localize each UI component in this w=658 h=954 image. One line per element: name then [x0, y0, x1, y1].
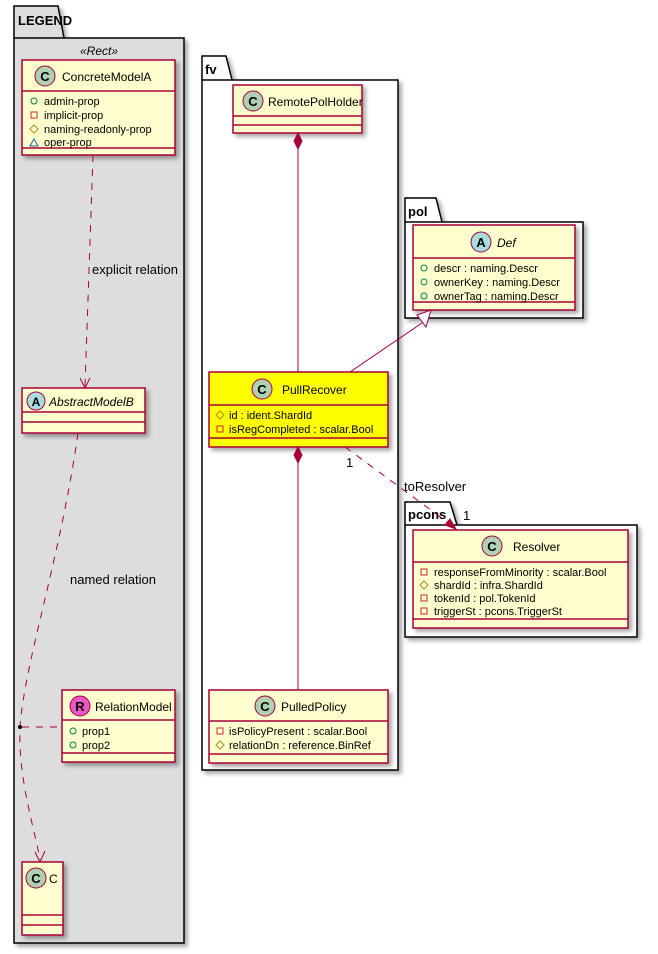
svg-text:implicit-prop: implicit-prop	[44, 110, 103, 122]
record-circle-icon	[69, 695, 91, 717]
private-icon	[30, 111, 38, 119]
private-icon	[216, 425, 224, 433]
class-name: RelationModel	[95, 700, 172, 714]
class-name: C	[49, 872, 58, 886]
protected-icon	[29, 124, 39, 134]
legend-package: LEGEND «Rect»	[13, 5, 185, 944]
to-resolver-edge	[344, 446, 455, 528]
class-abstract-model-b[interactable]: A AbstractModelB	[21, 387, 146, 434]
public-icon	[30, 97, 38, 105]
svg-text:relationDn : reference.BinRef: relationDn : reference.BinRef	[229, 740, 372, 752]
class-circle-icon	[34, 65, 56, 87]
class-circle-icon	[25, 867, 47, 889]
to-resolver-label: toResolver	[404, 479, 467, 494]
svg-text:A: A	[32, 395, 41, 409]
svg-text:prop2: prop2	[82, 740, 110, 752]
fv-title: fv	[205, 62, 217, 77]
svg-text:oper-prop: oper-prop	[44, 137, 92, 149]
svg-text:C: C	[31, 871, 41, 886]
protected-icon	[215, 410, 225, 420]
svg-text:triggerSt : pcons.TriggerSt: triggerSt : pcons.TriggerSt	[434, 606, 562, 618]
class-name: Resolver	[513, 540, 560, 554]
package-visibility-icon	[29, 137, 39, 147]
legend-title: LEGEND	[18, 13, 72, 28]
svg-text:shardId : infra.ShardId: shardId : infra.ShardId	[434, 580, 543, 592]
protected-icon	[215, 740, 225, 750]
svg-text:ownerKey : naming.Descr: ownerKey : naming.Descr	[434, 277, 560, 289]
explicit-relation-edge	[84, 154, 94, 387]
class-c[interactable]: C C	[21, 861, 64, 936]
svg-text:R: R	[75, 699, 85, 714]
legend-stereotype: «Rect»	[80, 44, 118, 58]
class-name: ConcreteModelA	[62, 70, 151, 84]
arrow-head-icon	[444, 518, 458, 530]
svg-text:C: C	[257, 382, 267, 397]
class-name: PulledPolicy	[281, 700, 346, 714]
svg-text:isPolicyPresent : scalar.Bool: isPolicyPresent : scalar.Bool	[229, 726, 367, 738]
private-icon	[420, 594, 428, 602]
svg-text:C: C	[260, 699, 270, 714]
class-pulled-policy[interactable]: C PulledPolicy isPolicyPresent : scalar.…	[208, 689, 389, 764]
source-multiplicity: 1	[346, 455, 353, 470]
abstract-circle-icon	[26, 391, 46, 411]
class-circle-icon	[481, 535, 503, 557]
class-name: Def	[497, 236, 517, 250]
named-relation-label: named relation	[70, 572, 156, 587]
svg-text:C: C	[487, 539, 497, 554]
pol-title: pol	[408, 204, 428, 219]
class-concrete-model-a[interactable]: C ConcreteModelA admin-prop implicit-pro…	[21, 59, 176, 156]
class-relation-model[interactable]: R RelationModel prop1 prop2	[61, 689, 176, 763]
target-multiplicity: 1	[463, 508, 470, 523]
class-remote-pol-holder[interactable]: C RemotePolHolder	[232, 84, 363, 134]
svg-text:naming-readonly-prop: naming-readonly-prop	[44, 124, 152, 136]
class-resolver[interactable]: C Resolver responseFromMinority : scalar…	[412, 529, 629, 629]
generalization-edge	[349, 322, 423, 373]
class-name: PullRecover	[282, 383, 347, 397]
class-circle-icon	[242, 90, 264, 112]
class-name: AbstractModelB	[48, 395, 134, 409]
explicit-relation-label: explicit relation	[92, 262, 178, 277]
svg-text:responseFromMinority : scalar.: responseFromMinority : scalar.Bool	[434, 567, 606, 579]
svg-text:C: C	[248, 94, 258, 109]
class-circle-icon	[251, 378, 273, 400]
private-icon	[420, 607, 428, 615]
public-icon	[420, 264, 428, 272]
svg-text:id : ident.ShardId: id : ident.ShardId	[229, 410, 312, 422]
private-icon	[420, 568, 428, 576]
public-icon	[420, 278, 428, 286]
class-name: RemotePolHolder	[268, 95, 363, 109]
public-icon	[69, 727, 77, 735]
class-pull-recover[interactable]: C PullRecover id : ident.ShardId isRegCo…	[208, 371, 389, 448]
inheritance-triangle-icon	[416, 309, 432, 329]
svg-text:isRegCompleted : scalar.Bool: isRegCompleted : scalar.Bool	[229, 424, 373, 436]
svg-text:tokenId : pol.TokenId: tokenId : pol.TokenId	[434, 593, 536, 605]
protected-icon	[419, 580, 429, 590]
svg-text:A: A	[476, 235, 486, 250]
class-circle-icon	[254, 695, 276, 717]
association-dot	[18, 725, 22, 729]
svg-text:prop1: prop1	[82, 726, 110, 738]
svg-text:descr : naming.Descr: descr : naming.Descr	[434, 263, 538, 275]
svg-text:ownerTag : naming.Descr: ownerTag : naming.Descr	[434, 291, 559, 303]
svg-text:admin-prop: admin-prop	[44, 96, 100, 108]
private-icon	[216, 727, 224, 735]
public-icon	[69, 741, 77, 749]
class-def[interactable]: A Def descr : naming.Descr ownerKey : na…	[412, 224, 576, 311]
public-icon	[420, 292, 428, 300]
pcons-title: pcons	[408, 507, 446, 522]
abstract-circle-icon	[470, 231, 492, 253]
svg-text:C: C	[40, 69, 50, 84]
